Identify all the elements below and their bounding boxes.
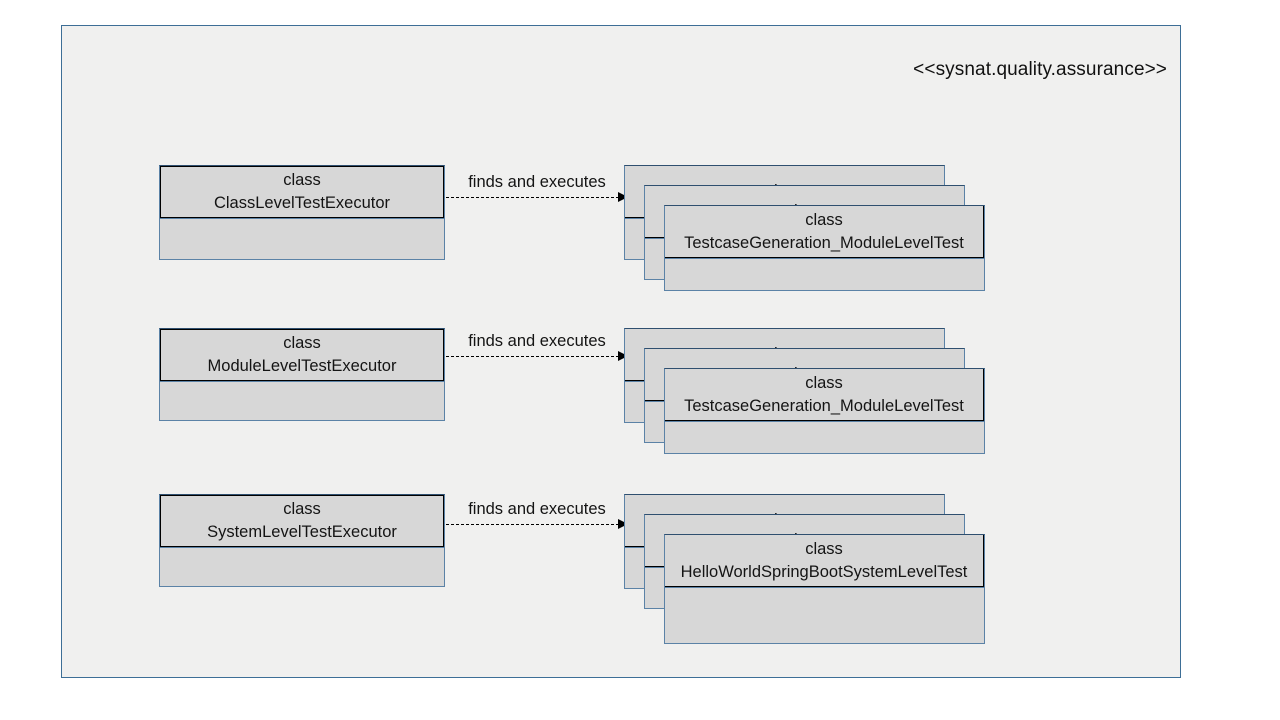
class-keyword: class bbox=[283, 500, 321, 518]
class-body-system-level-test-executor bbox=[159, 548, 445, 587]
class-keyword: class bbox=[283, 171, 321, 189]
class-name: ClassLevelTestExecutor bbox=[213, 194, 391, 212]
relation-arrowhead bbox=[618, 192, 628, 202]
class-body-test-front bbox=[664, 422, 985, 454]
class-body-class-level-test-executor bbox=[159, 219, 445, 260]
class-box-class-level-test-executor[interactable]: class ClassLevelTestExecutor bbox=[159, 165, 445, 219]
class-body-test-front bbox=[664, 259, 985, 291]
relation-arrowhead bbox=[618, 519, 628, 529]
class-keyword: class bbox=[283, 334, 321, 352]
class-header: class TestcaseGeneration_ModuleLevelTest bbox=[665, 206, 984, 258]
class-body-module-level-test-executor bbox=[159, 382, 445, 421]
relation-dashed-line bbox=[446, 197, 619, 198]
class-box-test-front[interactable]: class TestcaseGeneration_ModuleLevelTest bbox=[664, 205, 985, 259]
class-box-system-level-test-executor[interactable]: class SystemLevelTestExecutor bbox=[159, 494, 445, 548]
relation-label: finds and executes bbox=[468, 332, 606, 350]
class-keyword: class bbox=[805, 539, 843, 558]
class-header: class ClassLevelTestExecutor bbox=[160, 166, 444, 218]
class-name: HelloWorldSpringBootSystemLevelTest bbox=[680, 562, 968, 581]
package-stereotype-label: <<sysnat.quality.assurance>> bbox=[913, 59, 1167, 80]
class-header: class HelloWorldSpringBootSystemLevelTes… bbox=[665, 535, 984, 587]
relation-label: finds and executes bbox=[468, 173, 606, 191]
class-keyword: class bbox=[805, 210, 843, 229]
class-header: class ModuleLevelTestExecutor bbox=[160, 329, 444, 381]
class-body-test-front bbox=[664, 588, 985, 644]
class-box-test-front[interactable]: class TestcaseGeneration_ModuleLevelTest bbox=[664, 368, 985, 422]
class-box-test-front[interactable]: class HelloWorldSpringBootSystemLevelTes… bbox=[664, 534, 985, 588]
class-name: TestcaseGeneration_ModuleLevelTest bbox=[684, 233, 964, 252]
class-box-module-level-test-executor[interactable]: class ModuleLevelTestExecutor bbox=[159, 328, 445, 382]
class-name: ModuleLevelTestExecutor bbox=[207, 357, 397, 375]
relation-dashed-line bbox=[446, 356, 619, 357]
class-header: class SystemLevelTestExecutor bbox=[160, 495, 444, 547]
class-name: SystemLevelTestExecutor bbox=[207, 523, 397, 541]
relation-label: finds and executes bbox=[468, 500, 606, 518]
class-name: TestcaseGeneration_ModuleLevelTest bbox=[684, 396, 964, 415]
class-header: class TestcaseGeneration_ModuleLevelTest bbox=[665, 369, 984, 421]
package-container: <<sysnat.quality.assurance>> class Class… bbox=[61, 25, 1181, 678]
class-keyword: class bbox=[805, 373, 843, 392]
relation-dashed-line bbox=[446, 524, 619, 525]
relation-arrowhead bbox=[618, 351, 628, 361]
